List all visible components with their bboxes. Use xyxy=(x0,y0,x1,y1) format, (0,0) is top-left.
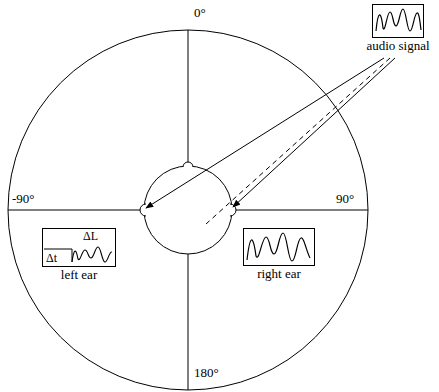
angle-label: -90° xyxy=(12,192,35,206)
sound-path-arrow xyxy=(146,58,384,208)
waveform xyxy=(376,9,421,31)
ear-signal-box: ΔLΔtleft ear xyxy=(42,228,116,267)
sound-path-arrow xyxy=(233,58,395,207)
signal-box: audio signal xyxy=(372,4,424,38)
annotation-text: Δt xyxy=(46,251,57,265)
ear-signal-box: right ear xyxy=(243,228,315,266)
angle-label: 180° xyxy=(194,366,219,380)
waveform xyxy=(247,233,310,261)
delay-baseline xyxy=(44,249,72,250)
azimuth-circle xyxy=(8,30,368,390)
annotation-text: ΔL xyxy=(83,229,98,243)
angle-label: 90° xyxy=(336,192,354,206)
caption-text: left ear xyxy=(61,268,97,282)
caption-text: right ear xyxy=(257,267,301,281)
angle-label: 0° xyxy=(194,6,206,20)
caption-text: audio signal xyxy=(366,39,429,53)
direction-line xyxy=(206,58,390,224)
waveform xyxy=(72,247,112,262)
head xyxy=(140,162,236,254)
